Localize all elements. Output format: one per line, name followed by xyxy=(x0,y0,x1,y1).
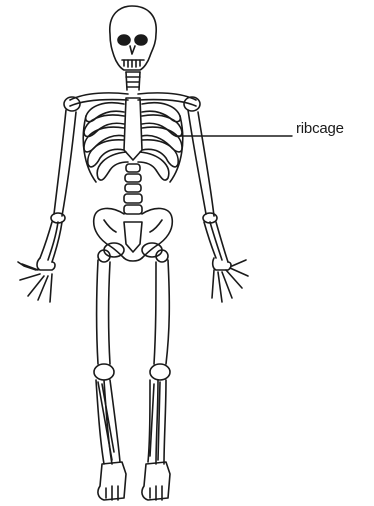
skull xyxy=(110,6,156,70)
ribcage-label: ribcage xyxy=(296,120,344,137)
right-arm xyxy=(188,110,248,302)
left-arm xyxy=(18,110,76,302)
pelvis xyxy=(94,208,173,261)
cervical-spine xyxy=(126,72,140,90)
left-leg xyxy=(94,250,126,500)
right-leg xyxy=(142,250,170,500)
shoulder-girdle xyxy=(64,93,200,111)
lumbar-spine xyxy=(124,164,142,214)
ribcage xyxy=(83,98,183,182)
